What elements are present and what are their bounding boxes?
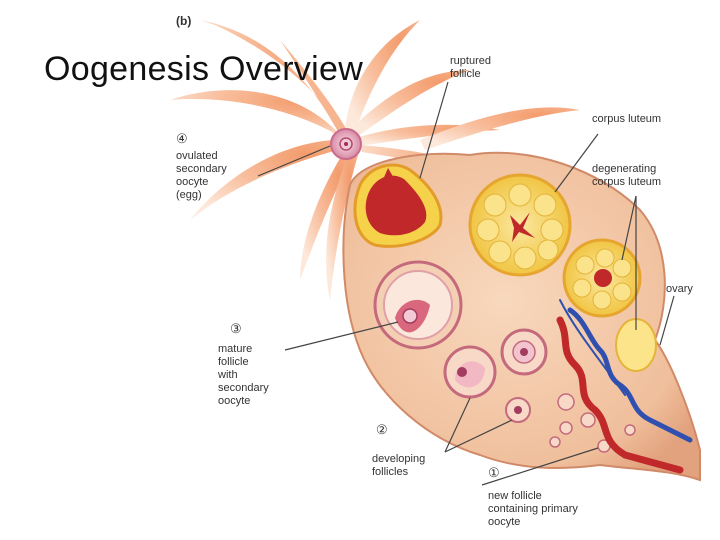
label-new-follicle: new follicle containing primary oocyte bbox=[488, 490, 578, 529]
label-ruptured-follicle: ruptured follicle bbox=[450, 55, 491, 81]
label-degenerating-corpus-luteum: degenerating corpus luteum bbox=[592, 163, 661, 189]
step-2-number: ② bbox=[376, 422, 388, 438]
panel-letter: (b) bbox=[176, 14, 191, 28]
label-ovary: ovary bbox=[666, 283, 693, 296]
slide-title: Oogenesis Overview bbox=[44, 50, 363, 89]
step-1-number: ① bbox=[488, 465, 500, 481]
label-developing-follicles: developing follicles bbox=[372, 453, 425, 479]
step-3-number: ③ bbox=[230, 321, 242, 337]
label-mature-follicle: mature follicle with secondary oocyte bbox=[218, 343, 269, 408]
label-ovulated-oocyte: ovulated secondary oocyte (egg) bbox=[176, 150, 227, 202]
ovulated-egg bbox=[331, 129, 361, 159]
label-corpus-luteum: corpus luteum bbox=[592, 113, 661, 126]
mature-follicle bbox=[375, 262, 461, 348]
corpus-luteum bbox=[470, 175, 570, 275]
step-4-number: ④ bbox=[176, 131, 188, 147]
